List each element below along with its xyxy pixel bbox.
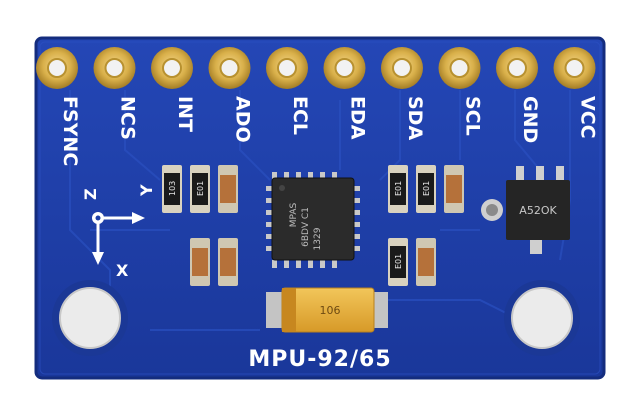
pin-labels: FSYNC NCS INT ADO ECL EDA SDA SCL GND VCC — [59, 96, 599, 166]
chip-line-3: 1329 — [313, 227, 323, 250]
board-name: MPU-92/65 — [248, 347, 391, 372]
pin-pads — [36, 47, 596, 89]
pin-label-eda: EDA — [347, 96, 369, 140]
resistor: E01 — [388, 165, 408, 213]
pin-label-ncs: NCS — [117, 96, 139, 140]
pin-label-gnd: GND — [519, 96, 541, 143]
resistor: E01 — [416, 165, 436, 213]
pin-label-ecl: ECL — [289, 96, 311, 135]
svg-text:E01: E01 — [394, 181, 403, 196]
pin-label-int: INT — [174, 96, 196, 132]
pin-pad-int — [151, 47, 193, 89]
tantalum-marking: 106 — [320, 304, 341, 317]
pin-pad-ncs — [93, 47, 136, 89]
tantalum-capacitor: 106 — [266, 287, 388, 333]
pin-label-vcc: VCC — [577, 96, 599, 139]
pin-pad-ado — [208, 47, 251, 89]
svg-text:E01: E01 — [422, 181, 431, 196]
axis-y-label: Y — [137, 184, 156, 197]
pin-pad-ecl — [266, 47, 308, 89]
pin-pad-scl — [438, 47, 481, 89]
pin-label-ado: ADO — [232, 96, 254, 143]
pin-label-scl: SCL — [462, 96, 484, 136]
mpu-chip: MPAS 6BDV C1 1329 — [266, 172, 360, 268]
pin-pad-gnd — [496, 47, 538, 89]
resistor: E01 — [190, 165, 210, 213]
regulator-marking: A52OK — [519, 204, 557, 217]
smd-components: 103 E01 E01 E01 — [162, 165, 464, 286]
mounting-hole-right — [504, 280, 580, 356]
pin-pad-fsync — [36, 47, 78, 89]
svg-text:E01: E01 — [394, 254, 403, 269]
chip-line-2: 6BDV C1 — [301, 207, 311, 247]
pin-label-fsync: FSYNC — [59, 96, 81, 166]
pin-pad-vcc — [553, 47, 596, 89]
resistor: 103 — [162, 165, 182, 213]
axes-marker: Z Y X — [81, 184, 156, 280]
chip-line-1: MPAS — [289, 202, 299, 227]
axis-x-label: X — [116, 261, 129, 280]
mounting-hole-left — [52, 280, 128, 356]
capacitor — [218, 165, 238, 213]
capacitor — [416, 238, 436, 286]
capacitor — [218, 238, 238, 286]
pin-pad-sda — [381, 47, 423, 89]
voltage-regulator: A52OK — [481, 166, 570, 254]
svg-text:103: 103 — [168, 181, 177, 196]
resistor: E01 — [388, 238, 408, 286]
pin-pad-eda — [323, 47, 366, 89]
capacitor — [190, 238, 210, 286]
capacitor — [444, 165, 464, 213]
axis-z-label: Z — [81, 188, 100, 200]
pin-label-sda: SDA — [404, 96, 426, 140]
svg-text:E01: E01 — [196, 181, 205, 196]
